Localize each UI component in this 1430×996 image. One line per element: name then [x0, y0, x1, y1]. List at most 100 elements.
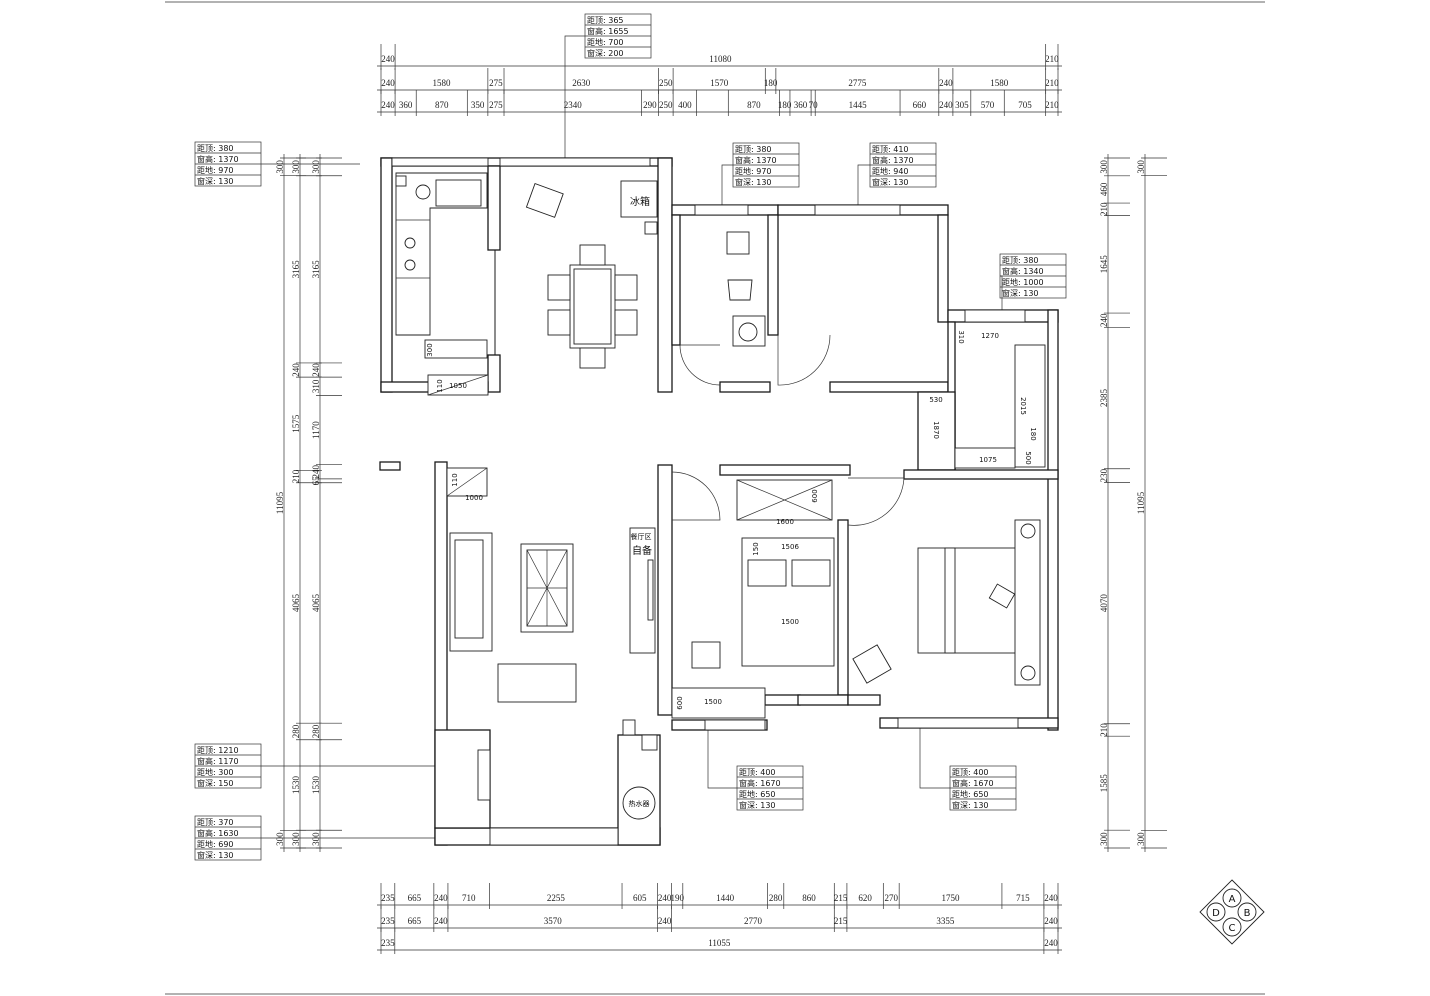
- dimension-label: 350: [471, 100, 485, 110]
- dimension-label: 3165: [311, 260, 321, 279]
- dim-bed2-wardrobe-depth: 600: [811, 489, 819, 502]
- dimension-label: 570: [981, 100, 995, 110]
- dimension-label: 65: [311, 476, 321, 486]
- dining-set: 冰箱: [525, 180, 658, 369]
- bedroom3-furniture: [852, 519, 1041, 686]
- dim-bed2-desk-depth: 600: [676, 696, 684, 709]
- dimension-label: 210: [1045, 78, 1059, 88]
- dimension-label: 1580: [432, 78, 451, 88]
- dimension-label: 70: [809, 100, 819, 110]
- windows: [391, 157, 1026, 846]
- dimension-label: 1645: [1099, 255, 1109, 274]
- window-note-row: 距顶: 400: [952, 768, 989, 777]
- dimension-label: 360: [794, 100, 808, 110]
- water-heater: [622, 786, 656, 820]
- dim-study-width: 1270: [981, 332, 999, 340]
- dimension-label: 1580: [990, 78, 1009, 88]
- dim-bed2-desk: 1500: [704, 698, 722, 706]
- dimension-label: 300: [291, 832, 301, 846]
- dimension-label: 400: [678, 100, 692, 110]
- window-note-row: 窗深: 150: [197, 778, 234, 788]
- dimension-label: 715: [1016, 893, 1030, 903]
- window-note-row: 距顶: 380: [1002, 256, 1039, 265]
- dimension-label: 270: [884, 893, 898, 903]
- bath-door: [679, 344, 721, 386]
- dimension-label: 1440: [716, 893, 735, 903]
- dimension-label: 300: [1099, 832, 1109, 846]
- dimension-label: 215: [834, 916, 848, 926]
- window-note-row: 距顶: 365: [587, 16, 624, 25]
- window-note-row: 窗高: 1340: [1002, 266, 1044, 276]
- dim-bed2-wardrobe: 1600: [776, 518, 794, 526]
- window-note-row: 窗高: 1630: [197, 828, 239, 838]
- armchair: [691, 641, 721, 669]
- window-note-row: 窗深: 130: [197, 850, 234, 860]
- dimension-label: 240: [939, 78, 953, 88]
- sink: [435, 179, 482, 207]
- bed: [741, 537, 835, 667]
- armchair: [525, 183, 564, 218]
- dimension-label: 250: [659, 78, 673, 88]
- window-note-row: 距顶: 400: [739, 768, 776, 777]
- dim-study-len: 2015: [1019, 397, 1027, 415]
- dimension-label: 250: [659, 100, 673, 110]
- dimension-label: 275: [489, 100, 503, 110]
- bathroom-fixtures: [726, 231, 766, 347]
- dimension-label: 275: [489, 78, 503, 88]
- dimension-label: 240: [311, 363, 321, 377]
- window-note-row: 距顶: 380: [197, 144, 234, 153]
- dimension-label: 4070: [1099, 594, 1109, 613]
- dimension-label: 1530: [311, 776, 321, 795]
- dim-closet-len: 1870: [932, 421, 940, 439]
- dimension-label: 310: [311, 379, 321, 393]
- bedroom2-door: [671, 471, 721, 521]
- compass-c: C: [1229, 923, 1236, 934]
- dimension-label: 240: [1044, 916, 1058, 926]
- dimension-label: 240: [658, 893, 672, 903]
- window-note-row: 距地: 1000: [1002, 277, 1044, 287]
- sink-fixture-icon: [415, 184, 431, 200]
- dimension-label: 300: [311, 160, 321, 174]
- dimension-label: 705: [1018, 100, 1032, 110]
- window-note-row: 距地: 300: [197, 767, 234, 777]
- window-note-row: 窗深: 130: [872, 177, 909, 187]
- dimension-label: 665: [408, 916, 422, 926]
- dimension-label: 300: [1136, 160, 1146, 174]
- dimension-label: 280: [291, 724, 301, 738]
- dimension-label: 280: [311, 724, 321, 738]
- dim-study-bottom: 1075: [979, 456, 997, 464]
- dimension-label: 240: [1044, 938, 1058, 948]
- window-note-row: 距顶: 370: [197, 818, 234, 827]
- dimension-label: 240: [434, 893, 448, 903]
- dimension-label: 1575: [291, 414, 301, 433]
- dimension-label: 240: [291, 363, 301, 377]
- study-fixtures: 1270 310 530 1870 2015 1075 500 180: [929, 330, 1046, 469]
- dimension-label: 1585: [1099, 774, 1109, 793]
- dimension-label: 300: [311, 832, 321, 846]
- dimension-label: 230: [1099, 468, 1109, 482]
- bedroom3-door: [847, 477, 905, 526]
- dimension-label: 300: [291, 160, 301, 174]
- dimension-label: 235: [381, 916, 395, 926]
- dimension-label: 11055: [708, 938, 731, 948]
- window-note-row: 距地: 690: [197, 839, 234, 849]
- dimension-label: 305: [955, 100, 969, 110]
- window-note-row: 距顶: 410: [872, 145, 909, 154]
- kitchen-counter: 300 110 1050: [395, 172, 489, 396]
- dimension-label: 1570: [710, 78, 729, 88]
- compass-a: A: [1229, 894, 1236, 905]
- window-note-row: 距地: 650: [952, 789, 989, 799]
- window-note-row: 距顶: 1210: [197, 746, 239, 755]
- bedroom2-furniture: 1600 600 1506 150 1500 1500 600: [671, 479, 835, 719]
- burner-icon: [404, 237, 416, 249]
- dimension-label: 210: [1099, 723, 1109, 737]
- dimension-label: 360: [399, 100, 413, 110]
- window-note-row: 窗深: 200: [587, 48, 624, 58]
- dim-study-top: 310: [957, 330, 965, 343]
- window-note-row: 窗高: 1370: [735, 155, 777, 165]
- custom-label: 自备: [632, 544, 652, 557]
